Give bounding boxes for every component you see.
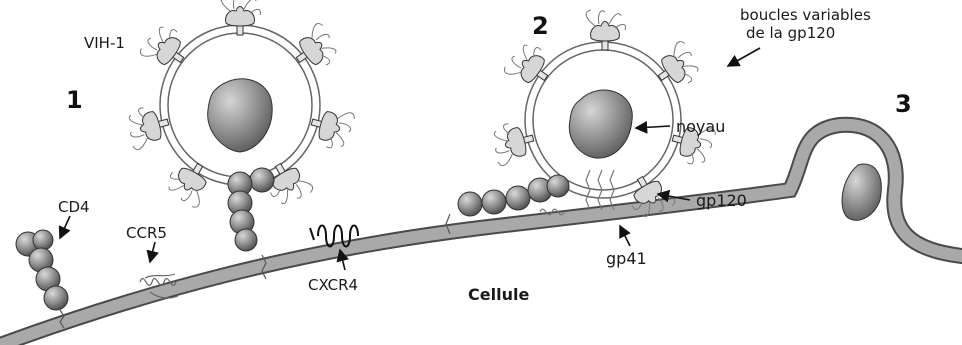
nucleus-label: noyau — [676, 117, 725, 136]
cd4-receptor — [16, 230, 68, 328]
ccr5-label: CCR5 — [126, 224, 167, 242]
gp120-label: gp120 — [696, 191, 747, 210]
variable-loops-label-line1: boucles variables — [740, 6, 871, 24]
virus-label: VIH-1 — [84, 34, 125, 52]
step-number-2: 2 — [532, 12, 549, 40]
cxcr4-label: CXCR4 — [308, 276, 358, 294]
cd4-label: CD4 — [58, 198, 90, 216]
gp41-label: gp41 — [606, 249, 647, 268]
step-number-1: 1 — [66, 86, 83, 114]
step-number-3: 3 — [895, 90, 912, 118]
bud-core — [842, 164, 881, 220]
cell-label: Cellule — [468, 285, 529, 304]
variable-loops-label-line2: de la gp120 — [746, 24, 835, 42]
